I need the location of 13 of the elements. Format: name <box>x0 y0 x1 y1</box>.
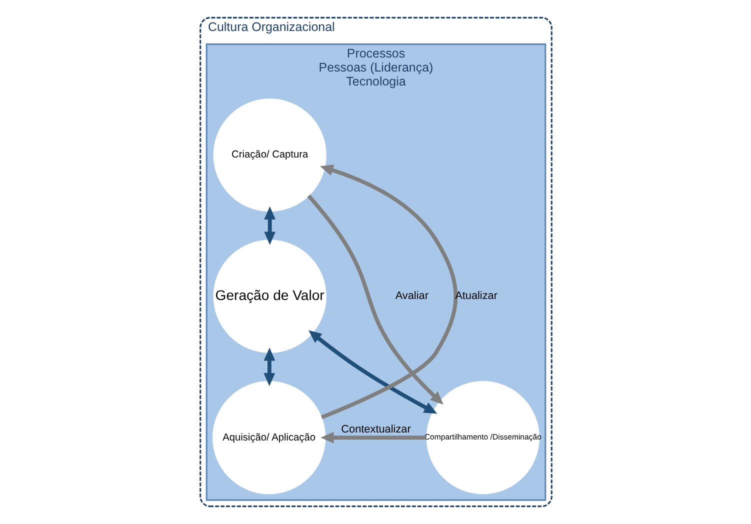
arrow <box>320 164 458 420</box>
arrow <box>306 194 443 405</box>
edge-label: Contextualizar <box>340 423 410 436</box>
arrow <box>308 330 437 414</box>
arrow <box>320 432 426 444</box>
node-circle: Aquisição/ Aplicação <box>212 381 326 494</box>
arrow <box>264 206 276 245</box>
edge-label: Atualizar <box>454 290 498 302</box>
arrow <box>263 348 275 386</box>
node-circle: Geração de Valor <box>212 240 326 353</box>
edge-label: Avaliar <box>394 290 428 302</box>
node-circle: Criação/ Captura <box>212 98 326 212</box>
node-circle: Compartilhamento /Disseminação <box>426 381 540 494</box>
